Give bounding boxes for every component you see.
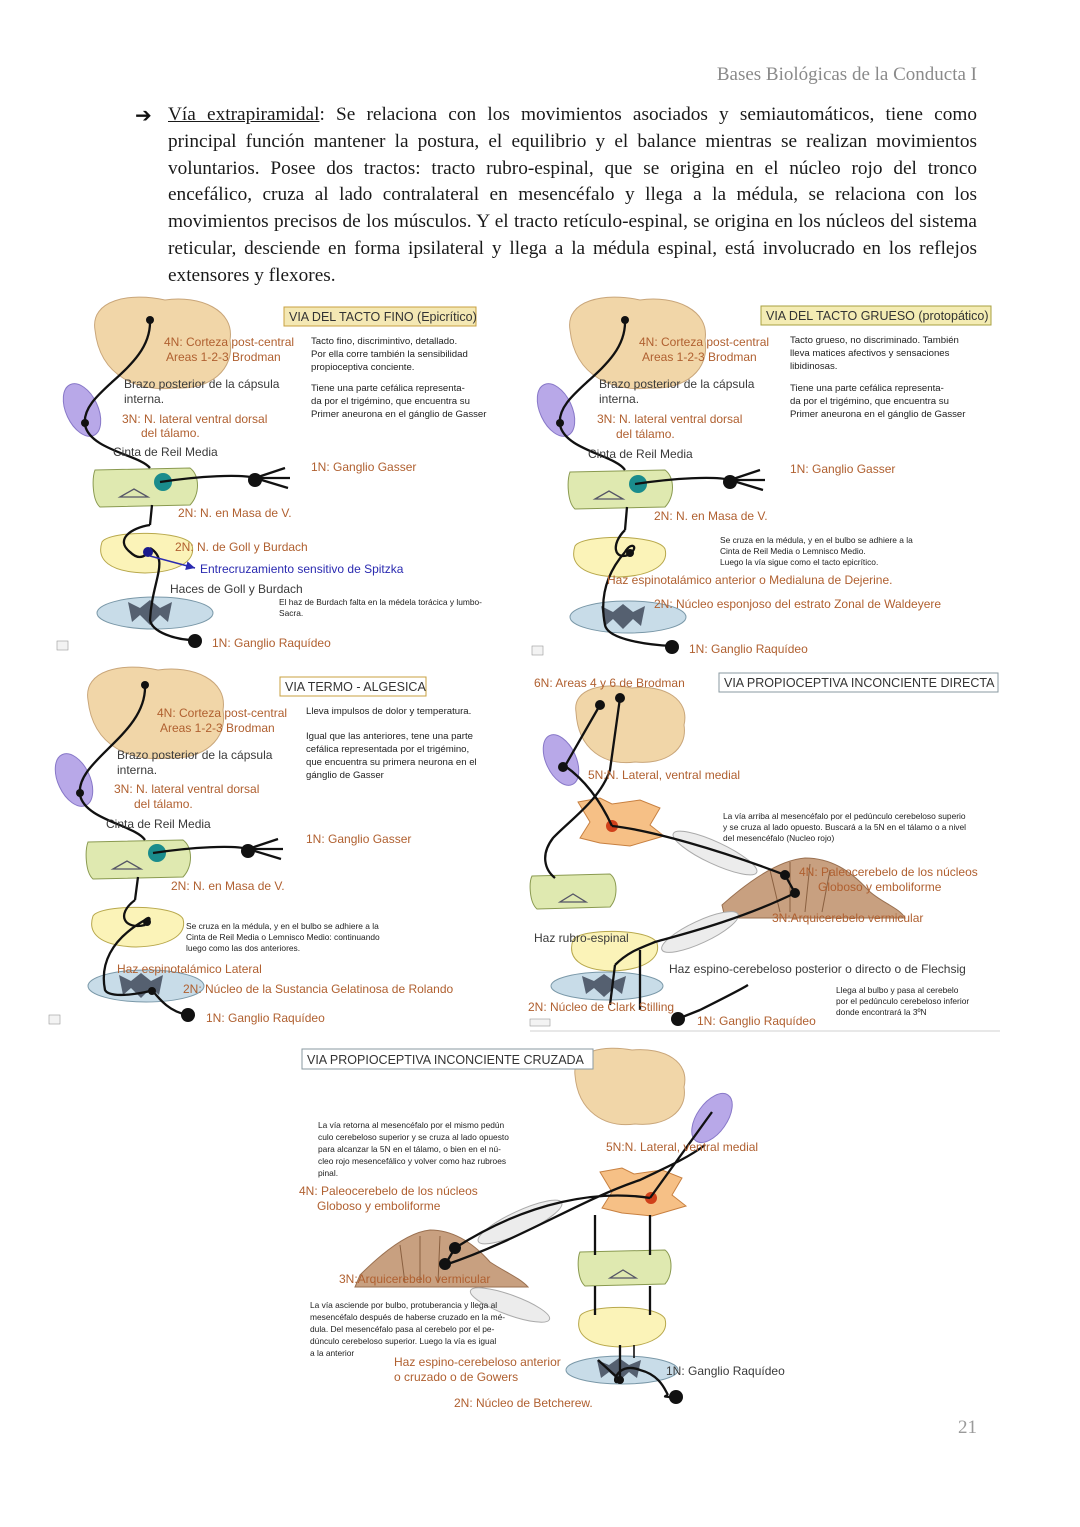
thalamus-block: [577, 1249, 672, 1287]
medulla-shape: [578, 1306, 667, 1348]
peduncle-shape: [672, 830, 758, 876]
d5-label-betcherew: 2N: Núcleo de Betcherew.: [454, 1396, 593, 1410]
d4-label-flechsig: Haz espino-cerebeloso posterior o direct…: [669, 962, 966, 976]
brain-shape: [574, 1047, 686, 1126]
d1-label-masa: 2N: N. en Masa de V.: [178, 506, 292, 520]
d3-label-raquideo: 1N: Ganglio Raquídeo: [206, 1011, 325, 1025]
diagram-termo-algesica: VIA TERMO - ALGESICA Lleva impulsos de d…: [48, 666, 477, 1025]
internal-capsule-shape: [62, 383, 102, 437]
paragraph-text: : Se relaciona con los movimientos asoci…: [168, 104, 977, 286]
d1-title: VIA DEL TACTO FINO (Epicrítico): [289, 310, 477, 324]
arrow-bullet-icon: ➔: [135, 103, 152, 127]
diagram-tacto-grueso: VIA DEL TACTO GRUESO (protopático) Tacto…: [531, 296, 992, 656]
d5-note-2: La vía asciende por bulbo, protuberancia…: [310, 1300, 505, 1358]
thalamus-block: [85, 839, 191, 880]
thalamus-block: [92, 467, 198, 508]
d3-description-2: Igual que las anteriores, tene una parte…: [306, 731, 477, 781]
d4-label-rubro: Haz rubro-espinal: [534, 931, 629, 945]
d3-label-nucleo: 2N: Núcleo de la Sustancia Gelatinosa de…: [183, 982, 453, 996]
d2-label-nucleo: 2N: Núcleo esponjoso del estrato Zonal d…: [654, 597, 941, 611]
d5-label-5n: 5N:N. Lateral, ventral medial: [606, 1140, 758, 1154]
page-number: 21: [958, 1417, 977, 1438]
d4-label-raquideo: 1N: Ganglio Raquídeo: [697, 1014, 816, 1028]
term-extrapyramidal: Vía extrapiramidal: [168, 104, 320, 125]
d5-label-raquideo: 1N: Ganglio Raquídeo: [666, 1364, 785, 1378]
d3-label-gasser: 1N: Ganglio Gasser: [306, 832, 411, 846]
d5-note: La vía retorna al mesencéfalo por el mis…: [318, 1120, 509, 1178]
d2-label-gasser: 1N: Ganglio Gasser: [790, 462, 895, 476]
d3-label-masa: 2N: N. en Masa de V.: [171, 879, 285, 893]
cerebellum-shape: [354, 1229, 530, 1288]
d4-label-5n: 5N:N. Lateral, ventral medial: [588, 768, 740, 782]
d2-description-2: Tiene una parte cefálica representa-da p…: [790, 383, 966, 420]
page-header: Bases Biológicas de la Conducta I: [716, 64, 977, 85]
d3-label-cinta: Cinta de Reil Media: [106, 817, 211, 831]
d3-note: Se cruza en la médula, y en el bulbo se …: [186, 921, 380, 953]
peduncle-shape-2: [469, 1287, 551, 1323]
brain-shape: [575, 685, 686, 764]
d1-label-haces: Haces de Goll y Burdach: [170, 582, 303, 596]
peduncle-shape-2: [661, 911, 739, 953]
d2-note: Se cruza en la médula, y en el bulbo se …: [720, 535, 913, 567]
d2-label-haz: Haz espinotalámico anterior o Medialuna …: [607, 573, 893, 587]
diagram-tacto-fino: VIA DEL TACTO FINO (Epicrítico) Tacto fi…: [56, 296, 487, 651]
internal-capsule-shape: [542, 734, 580, 786]
d2-label-raquideo: 1N: Ganglio Raquídeo: [689, 642, 808, 656]
d3-description: Lleva impulsos de dolor y temperatura.: [306, 706, 471, 717]
d4-title: VIA PROPIOCEPTIVA INCONCIENTE DIRECTA: [724, 676, 995, 690]
d1-note: El haz de Burdach falta en la médela tor…: [279, 597, 482, 618]
internal-capsule-shape: [691, 1093, 733, 1143]
d5-title: VIA PROPIOCEPTIVA INCONCIENTE CRUZADA: [307, 1053, 585, 1067]
d1-label-gasser: 1N: Ganglio Gasser: [311, 460, 416, 474]
d2-label-cinta: Cinta de Reil Media: [588, 447, 693, 461]
d1-label-cinta: Cinta de Reil Media: [113, 445, 218, 459]
diagram-propioceptiva-cruzada: VIA PROPIOCEPTIVA INCONCIENTE CRUZADA La…: [299, 1047, 785, 1410]
d1-label-spitzka: Entrecruzamiento sensitivo de Spitzka: [200, 562, 404, 576]
thalamus-block: [529, 873, 617, 910]
peduncle-shape: [477, 1199, 563, 1245]
d5-label-3n: 3N:Arquicerebelo vermicular: [339, 1272, 490, 1286]
d3-title: VIA TERMO - ALGESICA: [285, 680, 426, 694]
medulla-shape: [571, 930, 659, 972]
d4-note: La vía arriba al mesencéfalo por el pedú…: [723, 811, 966, 843]
cerebellum-shape: [721, 857, 906, 919]
d1-description: Tacto fino, discrimintivo, detallado.Por…: [311, 336, 468, 373]
d1-label-goll: 2N: N. de Goll y Burdach: [175, 540, 308, 554]
d2-title: VIA DEL TACTO GRUESO (protopático): [766, 309, 989, 323]
d1-label-raquideo: 1N: Ganglio Raquídeo: [212, 636, 331, 650]
d4-label-clark: 2N: Núcleo de Clark Stilling: [528, 1000, 674, 1014]
medulla-shape: [91, 906, 185, 948]
midbrain-shape: [577, 797, 666, 847]
d2-label-masa: 2N: N. en Masa de V.: [654, 509, 768, 523]
diagram-propioceptiva-directa: VIA PROPIOCEPTIVA INCONCIENTE DIRECTA 6N…: [528, 672, 1000, 1032]
midbrain-shape: [599, 1167, 688, 1217]
extrapyramidal-paragraph: Vía extrapiramidal: Se relaciona con los…: [168, 102, 977, 290]
internal-capsule-shape: [536, 383, 576, 437]
d4-label-6n: 6N: Areas 4 y 6 de Brodman: [534, 676, 685, 690]
thalamus-block: [567, 469, 673, 510]
d4-label-3n: 3N:Arquicerebelo vermicular: [772, 911, 923, 925]
internal-capsule-shape: [54, 753, 94, 807]
d3-label-haz: Haz espinotalámico Lateral: [117, 962, 262, 976]
d1-description-2: Tiene una parte cefálica representa-da p…: [311, 383, 487, 420]
